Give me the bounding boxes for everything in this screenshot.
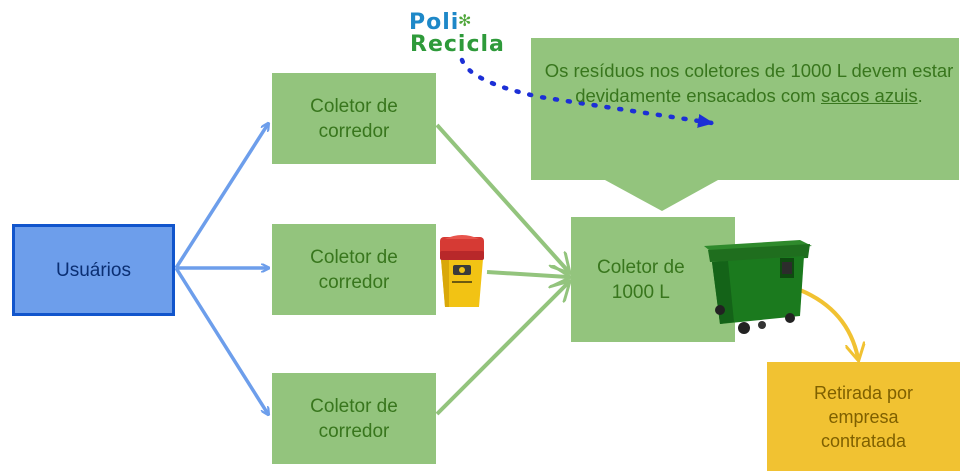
callout-text-end: . bbox=[917, 85, 923, 106]
yellow-recycling-bin-icon bbox=[440, 235, 484, 307]
node-retirada-label: Retirada por empresa contratada bbox=[813, 382, 914, 451]
arrow-mid-to-1000 bbox=[486, 272, 568, 277]
arrow-users-to-top bbox=[174, 124, 268, 269]
arrow-top-to-1000 bbox=[435, 123, 568, 271]
arrow-bottom-to-1000 bbox=[435, 283, 568, 416]
callout-text: Os resíduos nos coletores de 1000 L deve… bbox=[539, 58, 959, 108]
callout-text-underlined: sacos azuis bbox=[821, 85, 918, 106]
callout-shape bbox=[531, 38, 959, 211]
node-retirada: Retirada por empresa contratada bbox=[767, 362, 960, 471]
logo-line2: Recicla bbox=[410, 32, 505, 57]
green-wheelie-container-icon bbox=[704, 240, 812, 334]
arrow-users-to-bottom bbox=[174, 267, 268, 414]
node-coletor-corredor-top: Coletor de corredor bbox=[272, 73, 436, 164]
node-coletor-1000l-label: Coletor de 1000 L bbox=[597, 256, 685, 303]
node-coletor-top-label: Coletor de corredor bbox=[310, 95, 398, 142]
node-coletor-mid-label: Coletor de corredor bbox=[310, 246, 398, 293]
node-coletor-bottom-label: Coletor de corredor bbox=[310, 395, 398, 442]
logo-line1: Poli bbox=[409, 10, 460, 35]
node-usuarios-label: Usuários bbox=[56, 259, 131, 281]
arrows-from-users bbox=[174, 124, 268, 414]
node-coletor-corredor-bottom: Coletor de corredor bbox=[272, 373, 436, 464]
node-coletor-1000l: Coletor de 1000 L bbox=[571, 217, 735, 342]
node-usuarios: Usuários bbox=[12, 224, 175, 316]
polirecicla-logo: Poli ✻ Recicla bbox=[409, 10, 517, 58]
node-coletor-corredor-mid: Coletor de corredor bbox=[272, 224, 436, 315]
callout-text-main: Os resíduos nos coletores de 1000 L deve… bbox=[544, 60, 954, 106]
arrows-to-container bbox=[435, 123, 568, 416]
arrow-to-retirada bbox=[799, 288, 858, 358]
logo-snowflake-icon: ✻ bbox=[458, 11, 472, 30]
